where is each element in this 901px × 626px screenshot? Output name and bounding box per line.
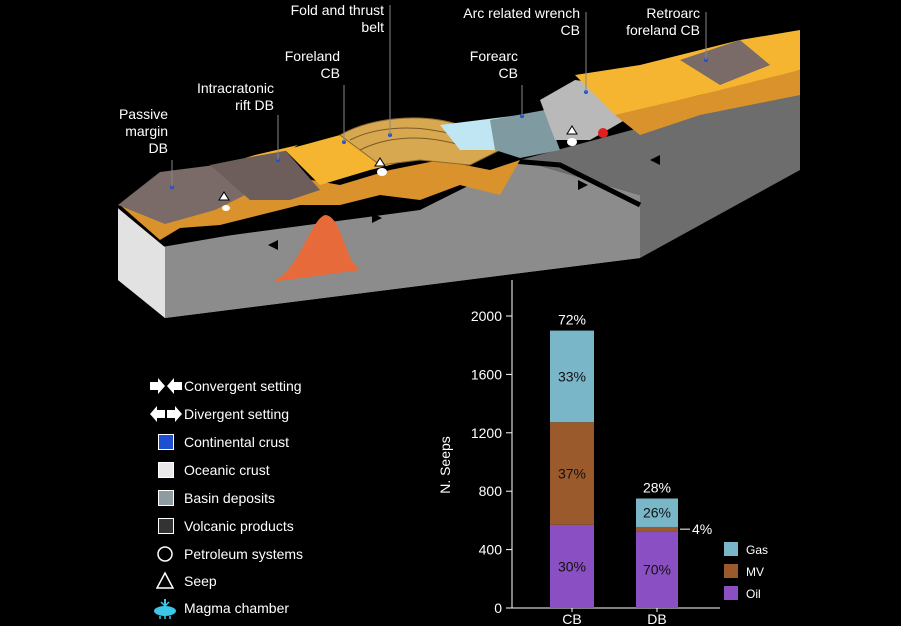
retroarc-block (680, 40, 770, 85)
bar-segment-label: 30% (558, 558, 586, 574)
legend-item-continental: Continental crust (148, 431, 289, 453)
x-category-label: DB (647, 611, 666, 626)
legend-item-petroleum: Petroleum systems (148, 543, 303, 565)
geological-block-diagram (116, 5, 800, 318)
oceanic-crust-swatch (158, 462, 174, 478)
bar-segment-oil (636, 531, 678, 608)
legend-label: Petroleum systems (184, 546, 304, 562)
bar-segment-gas (550, 330, 594, 423)
bar-segment-label: 37% (558, 465, 586, 481)
legend-label: Magma chamber (184, 600, 290, 616)
y-ticks: 0 400 800 1200 1600 2000 (471, 308, 512, 616)
convergent-arrows-icon (148, 375, 184, 397)
legend-item-basin: Basin deposits (148, 487, 275, 509)
label-foreland: Foreland CB (284, 48, 340, 81)
legend-label: Oceanic crust (184, 462, 270, 478)
petroleum-system-marker (567, 138, 577, 146)
legend-item-convergent: Convergent setting (148, 375, 302, 397)
y-tick-label: 400 (479, 542, 503, 558)
basin-deposits-swatch (158, 490, 174, 506)
bar-segment-label: 33% (558, 368, 586, 384)
legend-label: Continental crust (184, 434, 290, 450)
plate-motion-arrow (578, 180, 588, 190)
upper-plate-basement (615, 70, 800, 135)
seep-marker (566, 125, 578, 135)
y-tick-label: 800 (479, 483, 503, 499)
chart-legend-label: Oil (746, 587, 761, 601)
volcanic-products-swatch (158, 518, 174, 534)
legend-label: Convergent setting (184, 378, 302, 394)
legend-item-oceanic: Oceanic crust (148, 459, 270, 481)
y-tick-label: 1600 (471, 366, 502, 382)
label-forearc: Forearc CB (469, 48, 518, 81)
rift-block (210, 150, 320, 200)
bar-total-label: 72% (558, 312, 586, 328)
passive-margin-block (118, 165, 245, 224)
plate-motion-arrow (650, 155, 660, 165)
chart-legend-label: MV (746, 565, 764, 579)
bar-segment-mv (550, 422, 594, 525)
y-tick-label: 0 (494, 600, 502, 616)
bars: 30% 37% 33% 72% 70% 4% 26% 28% (550, 312, 712, 608)
legend-label: Basin deposits (184, 490, 276, 506)
bar-segment-mv (636, 526, 678, 532)
label-passive-margin: Passive margin DB (118, 106, 168, 156)
legend-item-volcanic: Volcanic products (148, 515, 294, 537)
bar-segment-gas (636, 498, 678, 527)
x-category-labels: CB DB (562, 608, 667, 626)
chart-legend-swatch (724, 564, 738, 578)
legend-label: Divergent setting (184, 406, 290, 422)
basement-lower-plate (120, 160, 520, 240)
legend-item-magma: Magma chamber (148, 597, 289, 619)
upper-plate-lithosphere (520, 85, 800, 258)
chart-legend-swatch (724, 542, 738, 556)
plate-motion-arrow (372, 213, 382, 223)
petroleum-system-marker (222, 205, 230, 211)
bar-segment-label: 4% (692, 521, 712, 537)
legend-item-divergent: Divergent setting (148, 403, 289, 425)
y-tick-label: 2000 (471, 308, 502, 324)
legend-label: Seep (184, 573, 217, 589)
magma-chamber-icon (148, 597, 184, 619)
chart-legend-swatch (724, 586, 738, 600)
label-fold-thrust: Fold and thrust belt (290, 2, 384, 35)
bar-segment-label: 26% (643, 505, 671, 521)
label-intracratonic: Intracratonic rift DB (196, 80, 274, 113)
triangle-icon (148, 570, 184, 592)
legend-label: Volcanic products (184, 518, 294, 534)
bar-segment-label: 70% (643, 562, 671, 578)
magma-chamber-marker (598, 128, 608, 138)
chart-legend-label: Gas (746, 543, 768, 557)
legend-item-seep: Seep (148, 570, 217, 592)
x-category-label: CB (562, 611, 581, 626)
circle-icon (148, 543, 184, 565)
bar-total-label: 28% (643, 480, 671, 496)
bar-segment-oil (550, 524, 594, 608)
label-arc-wrench: Arc related wrench CB (463, 5, 580, 38)
seep-marker (218, 191, 230, 201)
forearc-basin (490, 110, 560, 158)
petroleum-system-marker (377, 168, 387, 176)
leader-lines (171, 5, 707, 187)
plate-motion-arrow (268, 240, 278, 250)
seep-marker (374, 157, 386, 167)
fold-lines (349, 127, 461, 151)
divergent-arrows-icon (148, 403, 184, 425)
y-tick-label: 1200 (471, 425, 502, 441)
y-axis-label: N. Seeps (437, 436, 453, 494)
label-retroarc: Retroarc foreland CB (626, 5, 700, 38)
slab-end-face (118, 205, 165, 318)
mantle-plume (272, 215, 360, 282)
rift-top (245, 145, 298, 158)
continental-crust-swatch (158, 434, 174, 450)
seep-bar-chart: 0 400 800 1200 1600 2000 30% 37% 33% 72% 70% 4% 26%… (437, 280, 768, 626)
